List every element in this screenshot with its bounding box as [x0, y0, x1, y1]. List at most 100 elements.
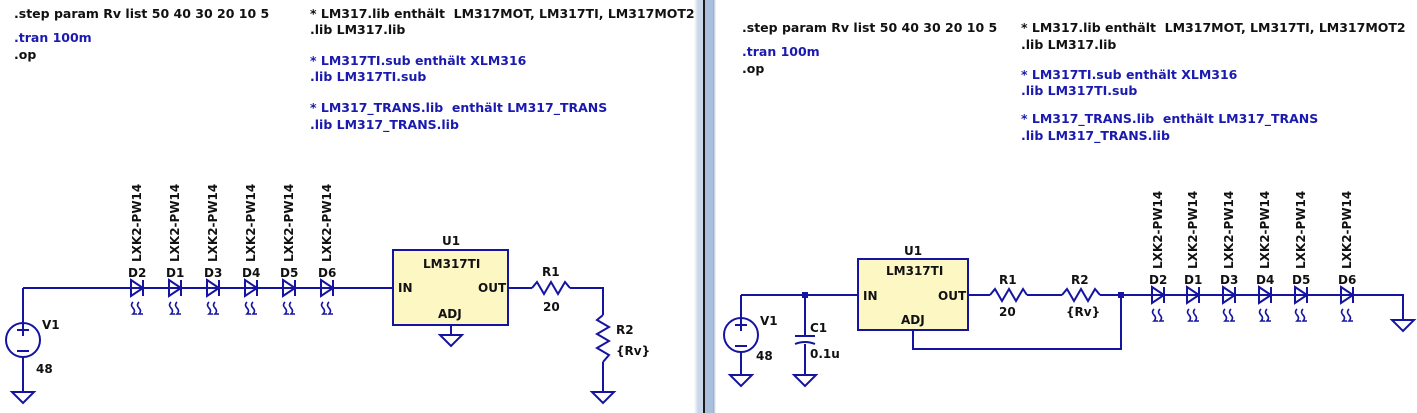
voltage-source-v1[interactable]: V1 48: [5, 318, 60, 376]
diode-icon: [1340, 285, 1355, 305]
led-designator: D6: [1338, 273, 1356, 287]
led-model-label: LXK2-PW14: [130, 184, 144, 262]
left-schematic-panel[interactable]: .step param Rv list 50 40 30 20 10 5 .tr…: [0, 0, 694, 413]
tran-directive[interactable]: .tran 100m: [742, 44, 820, 59]
lib2-comment[interactable]: * LM317TI.sub enthält XLM316: [1021, 67, 1238, 82]
capacitor-icon: [794, 335, 816, 345]
led-d1[interactable]: D1 LXK2-PW14: [166, 184, 184, 315]
panel-divider[interactable]: [694, 0, 716, 413]
op-directive[interactable]: .op: [742, 61, 765, 76]
lib2-directive[interactable]: .lib LM317TI.sub: [1021, 83, 1138, 98]
u1-label: U1: [904, 244, 922, 258]
pin-adj-label: ADJ: [438, 307, 462, 321]
right-schematic-panel[interactable]: .step param Rv list 50 40 30 20 10 5 .tr…: [716, 0, 1417, 413]
pin-out-label: OUT: [478, 281, 507, 295]
wire-adj-feedback[interactable]: [912, 295, 1122, 350]
led-designator: D1: [166, 266, 184, 280]
led-designator: D2: [1149, 273, 1167, 287]
resistor-icon: [989, 287, 1028, 303]
resistor-r2[interactable]: R2 {Rv}: [1061, 273, 1101, 319]
led-model-label: LXK2-PW14: [206, 184, 220, 262]
capacitor-c1[interactable]: C1 0.1u: [794, 321, 840, 361]
v1-value: 48: [756, 349, 773, 363]
c1-value: 0.1u: [810, 347, 840, 361]
led-model-label: LXK2-PW14: [1258, 191, 1272, 269]
op-directive[interactable]: .op: [14, 47, 37, 62]
pin-out-label: OUT: [938, 289, 967, 303]
resistor-r1[interactable]: R1 20: [989, 273, 1028, 319]
light-emission-icon: [1186, 308, 1199, 322]
lib3-directive[interactable]: .lib LM317_TRANS.lib: [1021, 128, 1170, 143]
light-emission-icon: [168, 301, 181, 315]
step-directive[interactable]: .step param Rv list 50 40 30 20 10 5: [14, 6, 270, 21]
lib1-comment[interactable]: * LM317.lib enthält LM317MOT, LM317TI, L…: [1021, 20, 1406, 35]
ground-icon: [437, 334, 465, 348]
led-model-label: LXK2-PW14: [244, 184, 258, 262]
lib3-comment[interactable]: * LM317_TRANS.lib enthält LM317_TRANS: [310, 100, 608, 115]
left-schematic-canvas[interactable]: V1 48 D2LXK2-PW14D1LXK2-PW14D3LXK2-PW14D…: [0, 0, 694, 413]
led-model-label: LXK2-PW14: [320, 184, 334, 262]
voltage-source-v1[interactable]: V1 48: [723, 314, 778, 363]
led-d2[interactable]: D2 LXK2-PW14: [128, 184, 146, 315]
led-designator: D4: [242, 266, 260, 280]
diode-icon: [244, 278, 259, 298]
led-model-label: LXK2-PW14: [168, 184, 182, 262]
diode-icon: [206, 278, 221, 298]
wire-r1-to-r2[interactable]: [570, 287, 604, 315]
led-designator: D2: [128, 266, 146, 280]
light-emission-icon: [282, 301, 295, 315]
resistor-icon: [595, 314, 611, 363]
right-schematic-canvas[interactable]: V1 48 C1 0.1u U1 LM317TI IN OUT ADJ: [716, 0, 1417, 413]
r1-value: 20: [543, 300, 560, 314]
diode-icon: [1151, 285, 1166, 305]
resistor-icon: [531, 280, 571, 296]
regulator-u1[interactable]: U1 LM317TI IN OUT ADJ: [392, 234, 509, 326]
r2-value: {Rv}: [616, 344, 650, 358]
lib3-comment[interactable]: * LM317_TRANS.lib enthält LM317_TRANS: [1021, 111, 1319, 126]
light-emission-icon: [1222, 308, 1235, 322]
ic-body: [392, 249, 509, 326]
pin-in-label: IN: [863, 289, 878, 303]
r2-label: R2: [1071, 273, 1089, 287]
led-d4[interactable]: D4 LXK2-PW14: [242, 184, 260, 315]
light-emission-icon: [320, 301, 333, 315]
lib1-comment[interactable]: * LM317.lib enthält LM317MOT, LM317TI, L…: [310, 6, 694, 21]
step-directive[interactable]: .step param Rv list 50 40 30 20 10 5: [742, 20, 998, 35]
led-model-label: LXK2-PW14: [1151, 191, 1165, 269]
light-emission-icon: [1258, 308, 1271, 322]
regulator-u1[interactable]: U1 LM317TI IN OUT ADJ: [857, 244, 969, 331]
lib3-directive[interactable]: .lib LM317_TRANS.lib: [310, 117, 459, 132]
light-emission-icon: [206, 301, 219, 315]
resistor-r1[interactable]: R1 20: [531, 265, 571, 314]
lib2-directive[interactable]: .lib LM317TI.sub: [310, 69, 427, 84]
led-model-label: LXK2-PW14: [1186, 191, 1200, 269]
c1-label: C1: [810, 321, 827, 335]
lib2-comment[interactable]: * LM317TI.sub enthält XLM316: [310, 53, 527, 68]
led-d2[interactable]: D2 LXK2-PW14: [1149, 191, 1167, 322]
diode-icon: [1222, 285, 1237, 305]
r1-label: R1: [542, 265, 560, 279]
diode-icon: [1258, 285, 1273, 305]
junction-dot: [802, 292, 808, 298]
v1-label: V1: [42, 318, 60, 332]
resistor-r2[interactable]: R2 {Rv}: [595, 314, 650, 363]
led-d6[interactable]: D6 LXK2-PW14: [1338, 191, 1356, 322]
ground-icon: [9, 391, 37, 405]
diode-icon: [168, 278, 183, 298]
led-model-label: LXK2-PW14: [1222, 191, 1236, 269]
polarity-icon: [735, 319, 747, 347]
wire-leds-to-ground[interactable]: [1354, 294, 1404, 320]
r1-label: R1: [999, 273, 1017, 287]
led-designator: D5: [1292, 273, 1310, 287]
tran-directive[interactable]: .tran 100m: [14, 30, 92, 45]
lib1-directive[interactable]: .lib LM317.lib: [1021, 37, 1117, 52]
lib1-directive[interactable]: .lib LM317.lib: [310, 22, 406, 37]
led-model-label: LXK2-PW14: [1340, 191, 1354, 269]
